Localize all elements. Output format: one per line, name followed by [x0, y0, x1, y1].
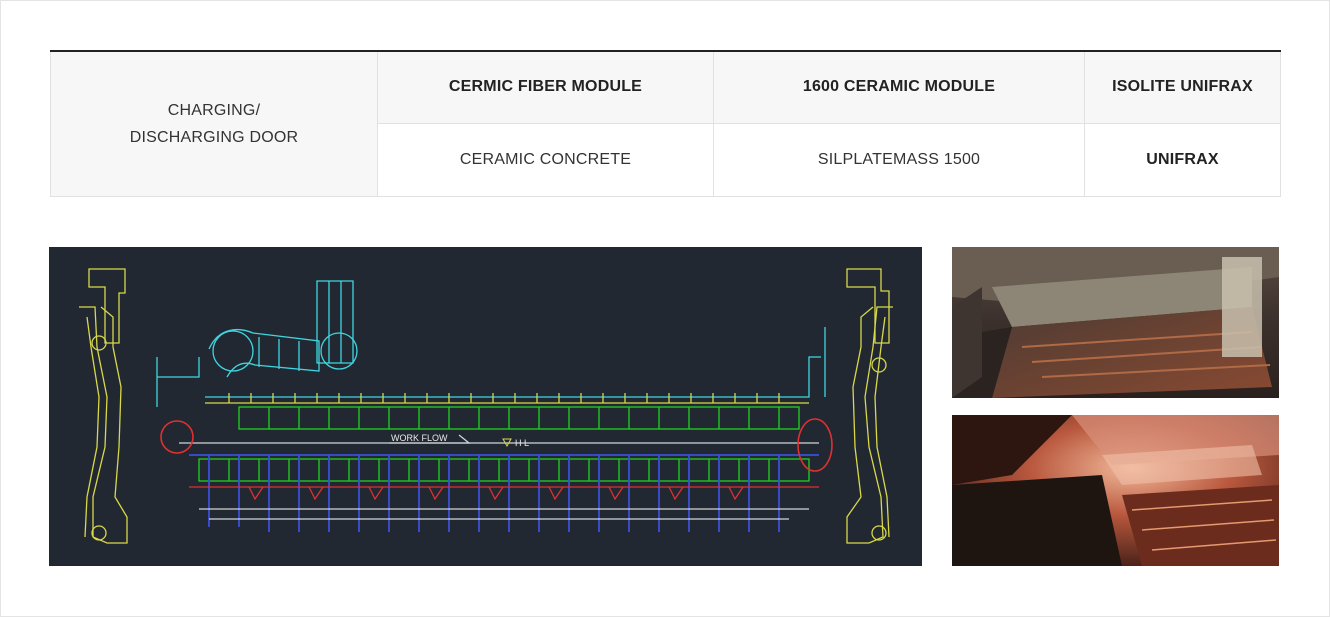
exhaust-duct	[156, 280, 826, 407]
upper-burner-row	[238, 406, 800, 430]
furnace-interior-photo-icon	[952, 247, 1279, 398]
spec-table: CHARGING/ DISCHARGING DOOR CERMIC FIBER …	[50, 50, 1281, 198]
left-door-outline	[79, 268, 128, 544]
furnace-cad-drawing: WORK FLOW H L	[49, 247, 922, 566]
table-row: CHARGING/ DISCHARGING DOOR CERMIC FIBER …	[50, 50, 1281, 197]
door-label-line2: DISCHARGING DOOR	[129, 129, 299, 146]
furnace-hot-zone-photo-icon	[952, 415, 1279, 566]
roof-line	[205, 393, 809, 404]
value-silplatemass: SILPLATEMASS 1500	[713, 122, 1085, 198]
lower-burner-row	[198, 458, 810, 482]
right-door-outline	[846, 268, 893, 544]
header-cermic-fiber-module: CERMIC FIBER MODULE	[377, 50, 714, 124]
highlight-circles	[160, 418, 833, 472]
support-columns	[189, 454, 819, 532]
door-label-cell: CHARGING/ DISCHARGING DOOR	[50, 50, 378, 197]
hl-label: H L	[515, 438, 529, 448]
value-ceramic-concrete: CERAMIC CONCRETE	[377, 122, 714, 198]
furnace-hot-zone-photo	[952, 415, 1279, 566]
header-isolite-unifrax: ISOLITE UNIFRAX	[1084, 50, 1281, 124]
work-flow-label: WORK FLOW	[391, 433, 448, 443]
header-1600-ceramic-module: 1600 CERAMIC MODULE	[713, 50, 1085, 124]
furnace-interior-photo	[952, 247, 1279, 398]
hearth-line	[179, 434, 819, 444]
skid-line	[189, 486, 819, 501]
base-beams	[199, 508, 809, 520]
value-unifrax: UNIFRAX	[1084, 122, 1281, 198]
furnace-drawing-icon: WORK FLOW H L	[79, 268, 893, 544]
door-label-line1: CHARGING/	[167, 102, 261, 119]
hl-marker-icon	[502, 438, 512, 448]
table-row: CERAMIC CONCRETE SILPLATEMASS 1500 UNIFR…	[51, 122, 1281, 198]
